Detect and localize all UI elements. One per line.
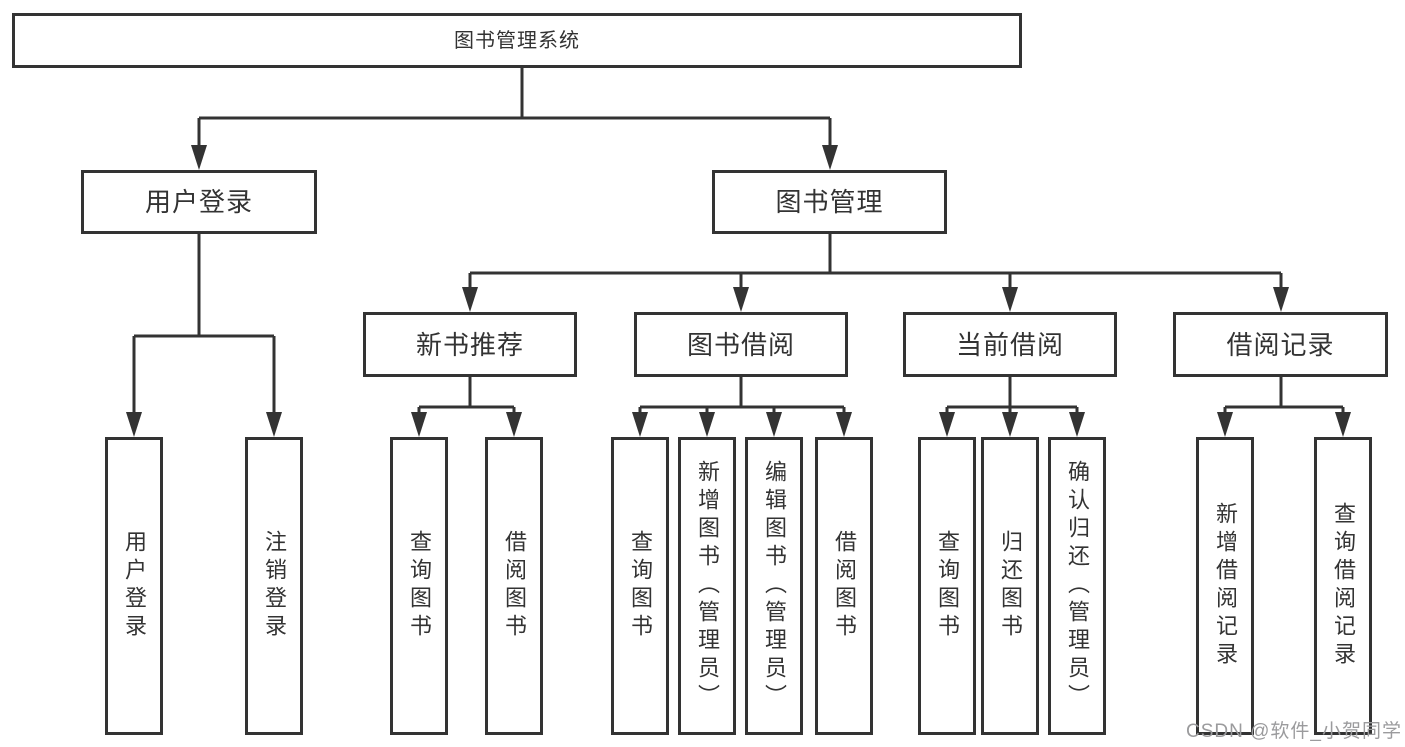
leaf-label: 查询图书	[935, 530, 960, 642]
node-library-management-system: 图书管理系统	[12, 13, 1022, 68]
node-book-management: 图书管理	[712, 170, 947, 234]
leaf-edit-book-admin: 编辑图书（管理员）	[745, 437, 803, 735]
node-label: 图书借阅	[686, 329, 795, 360]
node-borrow-records: 借阅记录	[1173, 312, 1388, 377]
node-label: 当前借阅	[955, 329, 1064, 360]
leaf-logout: 注销登录	[245, 437, 303, 735]
node-label: 新书推荐	[415, 329, 524, 360]
leaf-confirm-return-admin: 确认归还（管理员）	[1048, 437, 1106, 735]
leaf-label: 注销登录	[262, 530, 287, 642]
leaf-label: 查询图书	[407, 530, 432, 642]
node-current-borrow: 当前借阅	[903, 312, 1117, 377]
watermark: CSDN @软件_小贺同学	[1186, 721, 1402, 742]
leaf-label: 确认归还（管理员）	[1065, 460, 1090, 712]
leaf-label: 编辑图书（管理员）	[762, 460, 787, 712]
node-label: 图书管理系统	[454, 29, 580, 52]
leaf-return-book: 归还图书	[981, 437, 1039, 735]
leaf-query-books-recommend: 查询图书	[390, 437, 448, 735]
leaf-query-books-current: 查询图书	[918, 437, 976, 735]
node-label: 用户登录	[144, 187, 253, 217]
leaf-label: 查询借阅记录	[1331, 502, 1356, 670]
leaf-label: 新增借阅记录	[1213, 502, 1238, 670]
node-new-book-recommend: 新书推荐	[363, 312, 577, 377]
leaf-label: 新增图书（管理员）	[695, 460, 720, 712]
leaf-label: 借阅图书	[832, 530, 857, 642]
leaf-label: 借阅图书	[502, 530, 527, 642]
leaf-query-borrow-record: 查询借阅记录	[1314, 437, 1372, 735]
leaf-label: 查询图书	[628, 530, 653, 642]
leaf-label: 用户登录	[122, 530, 147, 642]
node-book-borrow: 图书借阅	[634, 312, 848, 377]
leaf-query-books-borrow: 查询图书	[611, 437, 669, 735]
leaf-add-book-admin: 新增图书（管理员）	[678, 437, 736, 735]
leaf-borrow-books: 借阅图书	[815, 437, 873, 735]
leaf-add-borrow-record: 新增借阅记录	[1196, 437, 1254, 735]
leaf-borrow-books-recommend: 借阅图书	[485, 437, 543, 735]
node-label: 借阅记录	[1226, 329, 1335, 360]
leaf-user-login: 用户登录	[105, 437, 163, 735]
node-label: 图书管理	[775, 187, 884, 217]
node-user-login: 用户登录	[81, 170, 317, 234]
leaf-label: 归还图书	[998, 530, 1023, 642]
